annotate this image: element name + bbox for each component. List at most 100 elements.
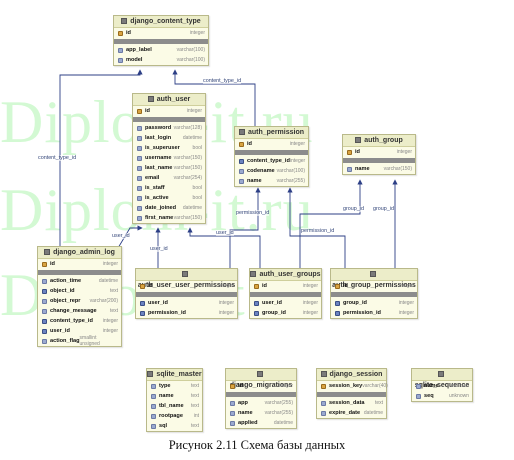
primary-key-icon	[335, 283, 340, 289]
column-name: last_name	[137, 165, 172, 171]
column-name: name	[347, 166, 370, 172]
column-type: bool	[192, 145, 202, 151]
primary-key-icon	[239, 141, 244, 147]
column-name: content_type_id	[239, 158, 290, 164]
link-user-perm-permission	[229, 187, 261, 268]
table-icon	[238, 129, 245, 135]
column-type: bool	[192, 195, 202, 201]
column-name-text: group_id	[262, 310, 286, 316]
table-title: auth_group_permissions	[331, 269, 417, 289]
column-type: integer	[289, 141, 305, 147]
table-name: django_session	[329, 371, 383, 378]
column-name-text: date_joined	[145, 205, 177, 211]
link-user-groups-user	[187, 227, 261, 268]
table-title: auth_user	[133, 94, 205, 106]
column-name: id	[137, 108, 150, 114]
column-name: id	[140, 283, 153, 289]
primary-key-icon	[42, 261, 47, 267]
table-name: auth_user	[156, 96, 191, 103]
table-icon	[369, 271, 376, 277]
table-title: sqlite_master	[147, 369, 202, 381]
column-icon	[42, 278, 47, 284]
column-icon	[118, 47, 123, 53]
column-name-text: is_active	[145, 195, 169, 201]
column-name: group_id	[254, 310, 286, 316]
column-name: object_repr	[42, 298, 80, 304]
column-row[interactable]: is_active bool	[133, 193, 205, 203]
column-name: session_key	[321, 383, 362, 389]
column-name: id	[335, 283, 348, 289]
table-name: sqlite_master	[156, 371, 202, 378]
column-icon	[347, 166, 352, 172]
column-name: content_type_id	[42, 318, 93, 324]
table-separator	[226, 392, 296, 397]
column-name-text: id	[262, 283, 267, 289]
table-icon	[437, 371, 444, 377]
primary-key-icon	[118, 30, 123, 36]
column-name-text: email	[145, 175, 160, 181]
